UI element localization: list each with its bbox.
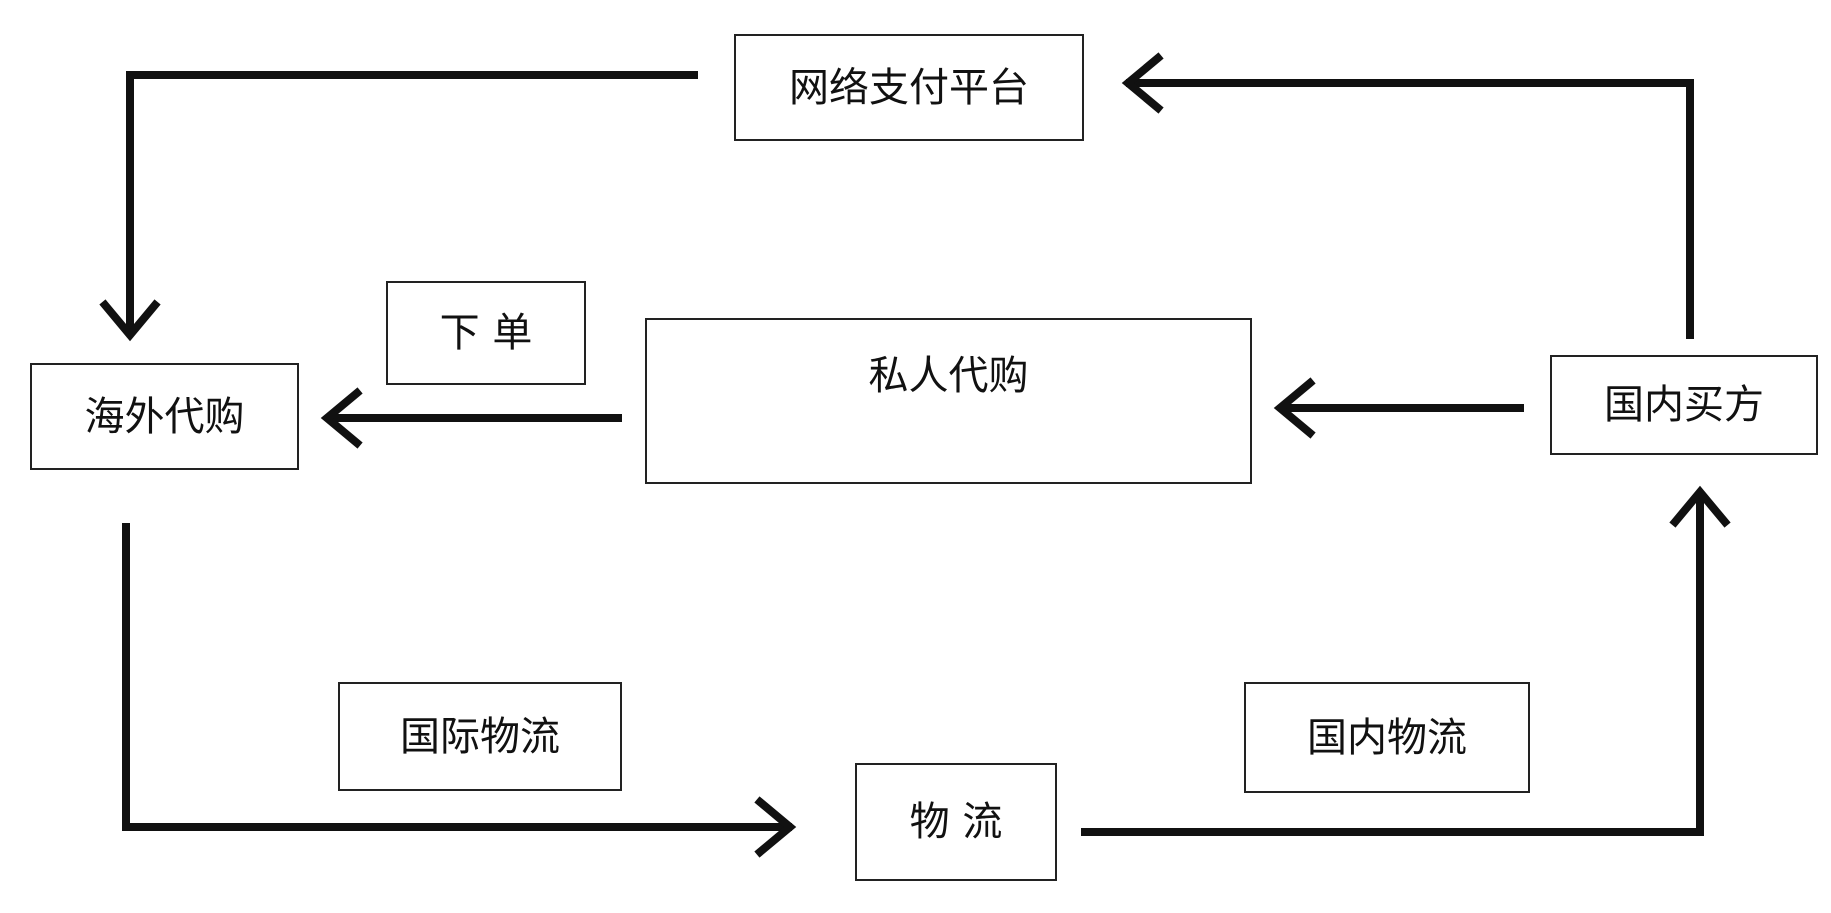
edge-platform-to-overseas <box>126 71 698 334</box>
domestic-buyer-box: 国内买方 <box>1550 355 1818 455</box>
arrowhead-up-icon <box>1669 485 1731 528</box>
edge-logistics-to-buyer <box>1081 491 1704 836</box>
place-order-box: 下 单 <box>386 281 586 385</box>
domestic-buyer-label: 国内买方 <box>1604 382 1764 428</box>
logistics-label: 物 流 <box>909 799 1003 845</box>
arrowhead-down-icon <box>99 299 161 342</box>
domestic-logistics-box: 国内物流 <box>1244 682 1530 793</box>
overseas-agent-box: 海外代购 <box>30 363 299 470</box>
edge-overseas-to-logistics <box>122 523 792 831</box>
payment-platform-box: 网络支付平台 <box>734 34 1084 141</box>
international-logistics-box: 国际物流 <box>338 682 622 791</box>
payment-platform-label: 网络支付平台 <box>789 64 1029 111</box>
private-agent-box: 私人代购 <box>645 318 1252 484</box>
arrowhead-left-icon <box>1273 377 1316 439</box>
arrowhead-right-icon <box>754 796 797 858</box>
overseas-agent-label: 海外代购 <box>84 393 245 440</box>
logistics-box: 物 流 <box>855 763 1057 881</box>
arrowhead-left-icon <box>320 387 363 449</box>
arrowhead-left-icon <box>1121 52 1164 114</box>
international-logistics-label: 国际物流 <box>400 713 560 760</box>
edge-buyer-to-platform <box>1126 79 1694 339</box>
place-order-label: 下 单 <box>439 310 533 356</box>
private-agent-label: 私人代购 <box>868 353 1029 399</box>
domestic-logistics-label: 国内物流 <box>1307 714 1467 761</box>
